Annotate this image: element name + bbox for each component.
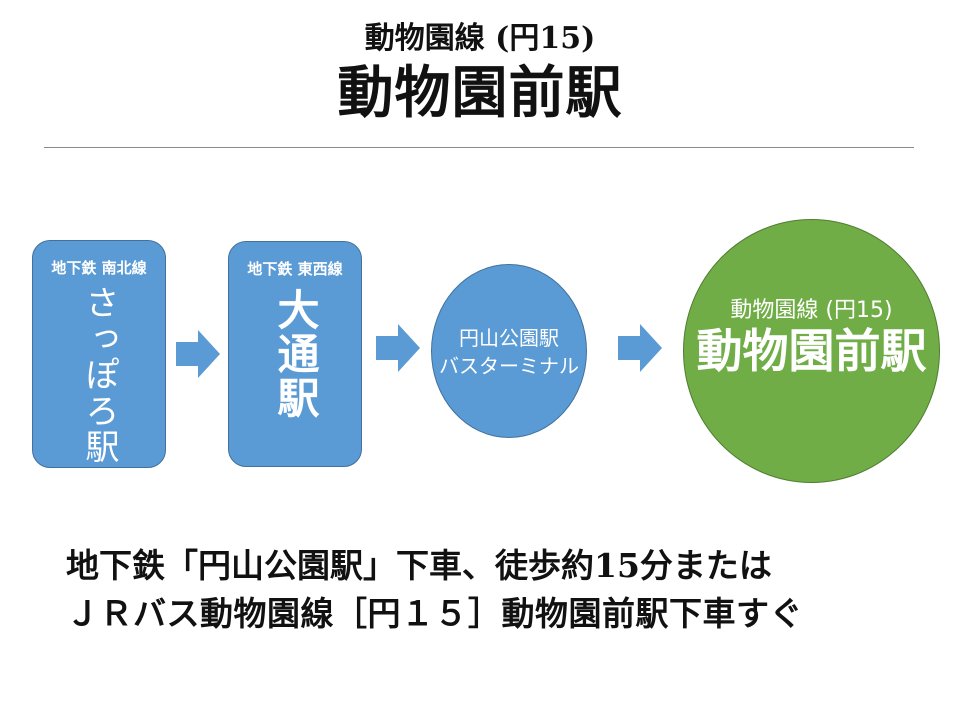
step-maruyama-bus-terminal: 円山公園駅 バスターミナル — [431, 264, 587, 438]
route-subtitle: 動物園線 (円15) — [364, 21, 596, 56]
step-sapporo-station: 地下鉄 南北線 さっぽろ駅 — [32, 240, 166, 468]
step-zoo-line-label: 動物園線 (円15) — [730, 298, 893, 323]
right-arrow-icon — [176, 330, 220, 378]
step-zoo-station-name: 動物園前駅 — [696, 324, 927, 378]
step-zoo-station: 動物園線 (円15) 動物園前駅 — [683, 219, 940, 483]
step-maruyama-sub: バスターミナル — [439, 354, 579, 378]
step-odori-station: 地下鉄 東西線 大通駅 — [228, 241, 362, 467]
title-divider — [44, 147, 914, 148]
right-arrow-icon — [618, 324, 662, 372]
page-title: 動物園前駅 — [337, 60, 623, 126]
step-maruyama-name: 円山公園駅 — [459, 326, 559, 350]
step-odori-line-label: 地下鉄 東西線 — [247, 260, 343, 278]
step-odori-station-name: 大通駅 — [271, 288, 320, 420]
step-sapporo-station-name: さっぽろ駅 — [79, 285, 119, 465]
directions-line-1: 地下鉄「円山公園駅」下車、徒歩約15分または — [66, 546, 772, 585]
right-arrow-icon — [376, 324, 420, 372]
step-sapporo-line-label: 地下鉄 南北線 — [51, 259, 147, 277]
directions-line-2: ＪＲバス動物園線［円１５］動物園前駅下車すぐ — [66, 594, 803, 633]
